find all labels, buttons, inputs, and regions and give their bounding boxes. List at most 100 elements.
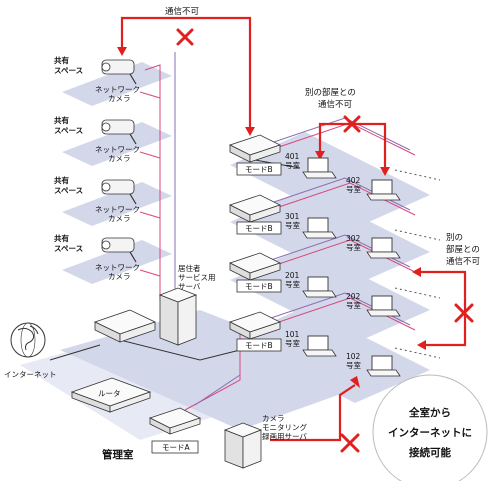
floor-3: モードB 301 号室 302 号室 bbox=[228, 194, 401, 259]
router-label: ルータ bbox=[98, 389, 121, 398]
shared-space-label: スペース bbox=[54, 244, 83, 253]
callout-line: インターネットに bbox=[388, 427, 472, 439]
laptop-icon bbox=[366, 237, 401, 259]
floor-1: モードB 101 号室 102 号室 bbox=[228, 311, 401, 377]
cable-shared-trunk bbox=[144, 64, 161, 300]
room-number: 401 bbox=[285, 152, 300, 161]
shared-space-3: 共有 スペース ネットワーク カメラ bbox=[54, 175, 140, 223]
mode-b-box bbox=[236, 162, 282, 176]
laptop-icon bbox=[302, 335, 337, 357]
camera-label: カメラ bbox=[108, 94, 131, 103]
laptop-icon bbox=[366, 179, 401, 201]
cable-internet bbox=[49, 344, 101, 361]
x-marks bbox=[176, 28, 474, 453]
arrow-rooms-left bbox=[315, 151, 325, 160]
camera-server-label: カメラ bbox=[262, 414, 285, 423]
network-camera-icon bbox=[101, 119, 137, 145]
callout-line: 接続可能 bbox=[409, 446, 451, 459]
mode-b-box bbox=[236, 221, 282, 235]
room-suffix: 号室 bbox=[285, 160, 300, 170]
laptop-icon bbox=[302, 157, 337, 179]
shared-space-label: スペース bbox=[54, 186, 83, 195]
room-floor-4 bbox=[230, 132, 430, 228]
blocked-top-line bbox=[120, 16, 252, 128]
mode-label: モードB bbox=[245, 165, 273, 174]
camera-label: カメラ bbox=[108, 272, 131, 281]
mode-a-label: モードA bbox=[162, 443, 190, 452]
shared-space-4: 共有 スペース ネットワーク カメラ bbox=[54, 233, 140, 281]
laptop-icon bbox=[302, 276, 337, 298]
blocked-label-rooms: 通信不可 bbox=[318, 99, 353, 110]
cable-shared-2 bbox=[139, 151, 161, 159]
room-suffix: 号室 bbox=[285, 338, 300, 348]
blocked-label-right: 部屋との bbox=[446, 244, 480, 255]
room-number: 101 bbox=[285, 330, 300, 339]
camera-server-label: 録画用サーバ bbox=[262, 431, 307, 441]
cable-shared-1 bbox=[139, 91, 161, 99]
mode-b-box bbox=[236, 338, 282, 352]
cable-admin-purple bbox=[194, 374, 241, 406]
mode-label: モードB bbox=[245, 341, 273, 350]
network-camera-icon bbox=[101, 59, 137, 85]
mode-a-box bbox=[151, 440, 199, 454]
blocked-right-line bbox=[420, 270, 467, 347]
resident-server-label: サービス用 bbox=[178, 273, 216, 282]
blocked-label-right: 別の bbox=[446, 233, 463, 243]
resident-server-label: サーバ bbox=[178, 282, 201, 291]
resident-server-label: 居住者 bbox=[178, 263, 201, 273]
internet-label: インターネット bbox=[4, 370, 57, 379]
room-number: 201 bbox=[285, 271, 300, 280]
blocked-label-right: 通信不可 bbox=[446, 256, 481, 267]
room-number: 202 bbox=[346, 292, 361, 301]
room-suffix: 号室 bbox=[346, 300, 361, 310]
shared-space-label: 共有 bbox=[54, 55, 69, 65]
internet-access-callout: 全室から インターネットに 接続可能 bbox=[372, 374, 488, 481]
camera-server-icon bbox=[223, 422, 263, 469]
camera-label: ネットワーク bbox=[95, 205, 140, 214]
cable-shared-3 bbox=[139, 211, 161, 219]
resident-server-icon bbox=[158, 287, 198, 346]
arrow-rooms-right bbox=[380, 167, 390, 176]
room-number: 302 bbox=[346, 234, 361, 243]
room-suffix: 号室 bbox=[285, 279, 300, 289]
room-suffix: 号室 bbox=[346, 360, 361, 370]
floor-4: モードB 401 号室 402 号室 bbox=[228, 134, 401, 201]
room-suffix: 号室 bbox=[346, 184, 361, 194]
mode-label: モードB bbox=[245, 282, 273, 291]
shared-space-label: 共有 bbox=[54, 233, 69, 243]
admin-floor bbox=[60, 310, 380, 430]
camera-server-label: モニタリング bbox=[262, 422, 307, 432]
camera-label: ネットワーク bbox=[95, 85, 140, 94]
shared-floor-1 bbox=[62, 62, 172, 106]
laptop-icon bbox=[302, 217, 337, 239]
x-mark-top bbox=[176, 28, 194, 46]
room-number: 102 bbox=[346, 352, 361, 361]
router-icon bbox=[70, 377, 152, 413]
shared-space-label: スペース bbox=[54, 66, 83, 75]
network-camera-icon bbox=[101, 179, 137, 205]
camera-label: カメラ bbox=[108, 214, 131, 223]
mode-label: モードB bbox=[245, 224, 273, 233]
floor-2: モードB 201 号室 202 号室 bbox=[228, 252, 401, 317]
shared-space-1: 共有 スペース ネットワーク カメラ bbox=[54, 55, 140, 103]
blocked-label-rooms: 別の部屋との bbox=[305, 87, 356, 98]
room-number: 402 bbox=[346, 176, 361, 185]
shared-space-2: 共有 スペース ネットワーク カメラ bbox=[54, 115, 140, 163]
cable-admin-router bbox=[119, 339, 241, 361]
cable-shared-4 bbox=[139, 269, 161, 277]
shared-space-label: スペース bbox=[54, 126, 83, 135]
shared-floor-2 bbox=[62, 122, 172, 166]
shared-floor-3 bbox=[62, 182, 172, 226]
shared-floor-4 bbox=[62, 240, 172, 284]
switch-icon bbox=[228, 134, 282, 163]
blocked-bottom-line bbox=[270, 384, 356, 442]
room-suffix: 号室 bbox=[285, 220, 300, 230]
arrow-top-right bbox=[245, 127, 255, 136]
blocked-label-top: 通信不可 bbox=[165, 6, 200, 17]
switch-icon bbox=[228, 311, 282, 340]
camera-label: ネットワーク bbox=[95, 145, 140, 154]
laptop-icon bbox=[366, 295, 401, 317]
room-number: 301 bbox=[285, 212, 300, 221]
internet-globe-icon bbox=[10, 322, 46, 358]
